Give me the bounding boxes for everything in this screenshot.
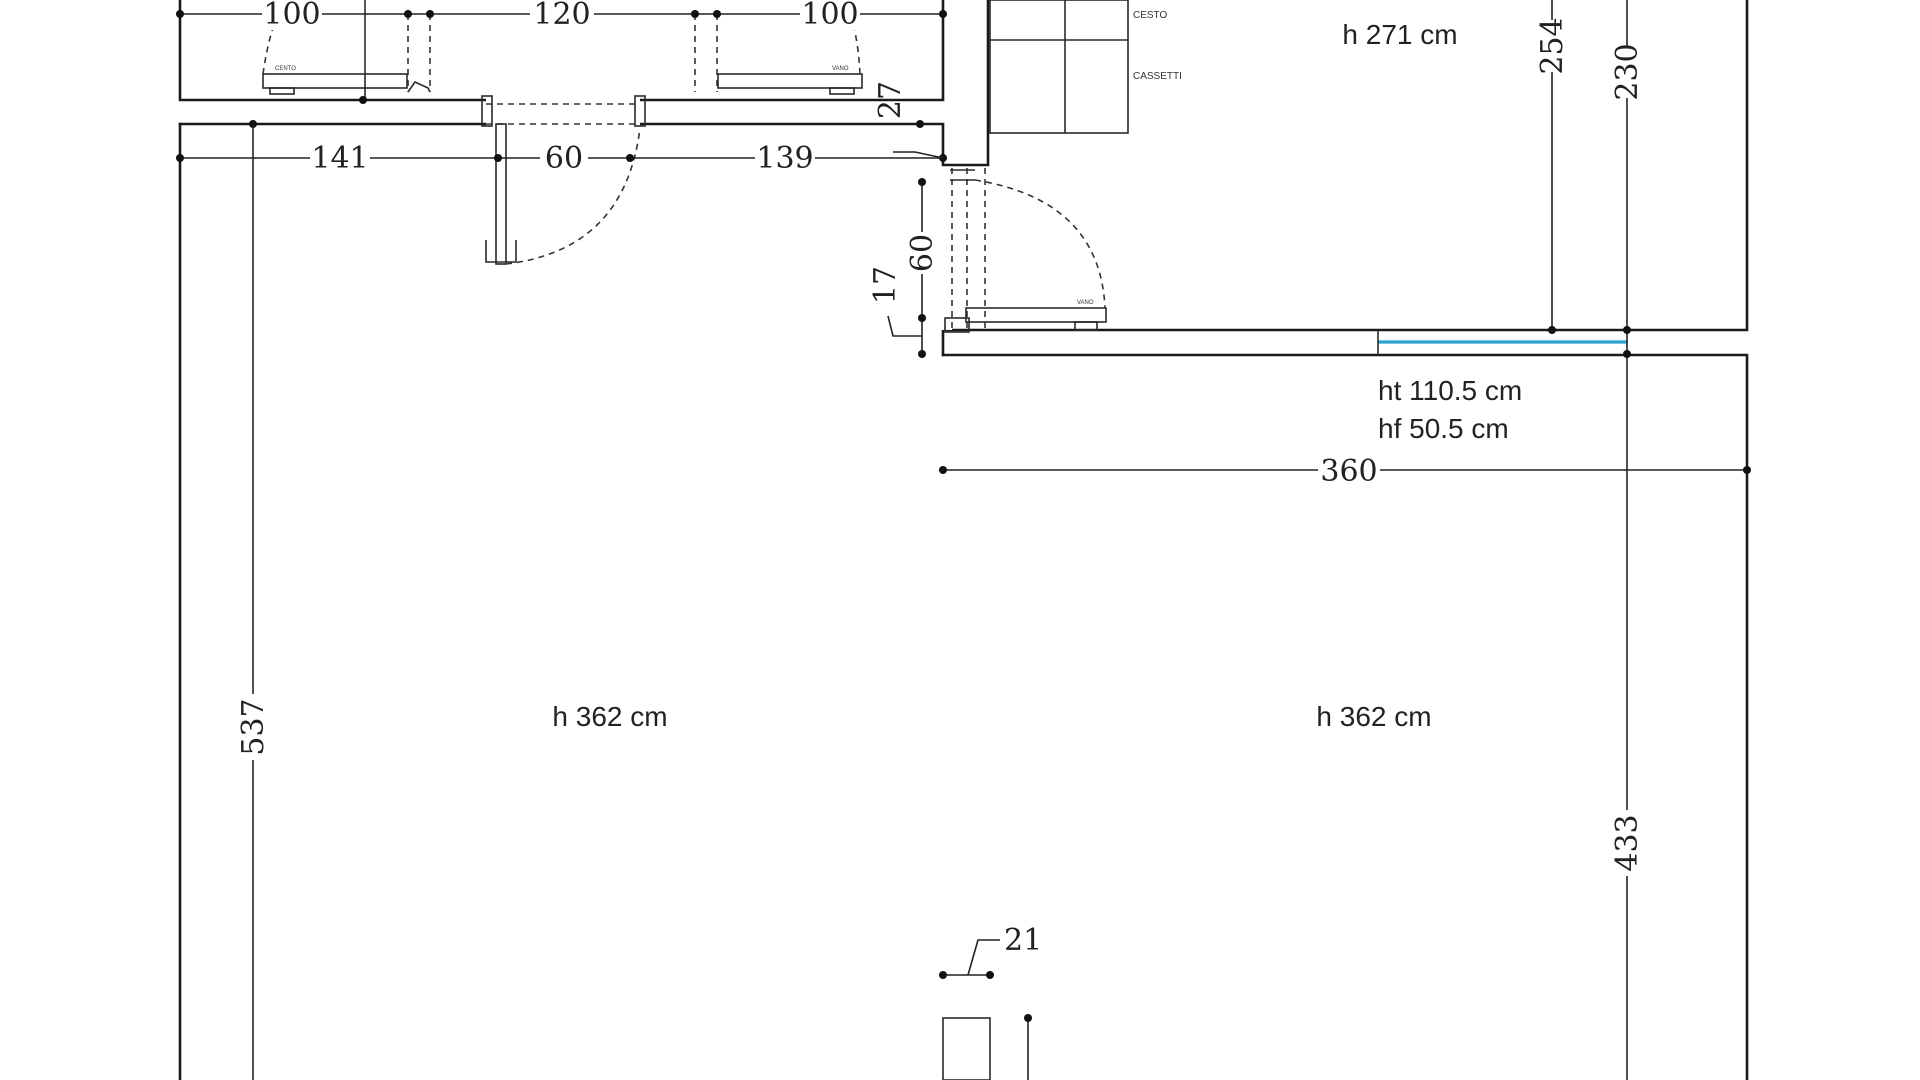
- left-hinge: [407, 80, 431, 93]
- dim-dot: [176, 154, 184, 162]
- dim-label-254: 254: [1535, 17, 1570, 74]
- dimension-lines: [176, 0, 1751, 1080]
- room-height-main-left: h 362 cm: [552, 701, 667, 732]
- dim-dot: [918, 314, 926, 322]
- dim-dot: [1743, 466, 1751, 474]
- side-door-opening: [940, 168, 952, 330]
- side-door-jamb: [944, 317, 970, 333]
- dim-dot: [939, 10, 947, 18]
- dim-dot: [626, 154, 634, 162]
- cabinet-label-right: VANO: [832, 66, 849, 72]
- cassetti-label: CASSETTI: [1133, 71, 1182, 82]
- dim-label-60: 60: [545, 141, 583, 176]
- dim-label-120: 120: [533, 0, 590, 32]
- dim-label-21: 21: [1004, 923, 1042, 958]
- dim-label-139: 139: [756, 141, 813, 176]
- window-hf-label: hf 50.5 cm: [1378, 413, 1509, 444]
- main-room-top-wall: [178, 0, 990, 167]
- dim-dot: [691, 10, 699, 18]
- left-cabinet: [262, 73, 408, 89]
- dim-label-230: 230: [1610, 43, 1645, 100]
- dim-dot: [1548, 326, 1556, 334]
- door-leaf-foot: [485, 240, 517, 263]
- pillar: [942, 1017, 991, 1080]
- dim-dot: [986, 971, 994, 979]
- dim-label-537: 537: [236, 698, 271, 755]
- dim-dot: [939, 971, 947, 979]
- side-door-label: VANO: [1077, 300, 1094, 306]
- side-door-foot: [1074, 321, 1098, 331]
- dim-dot: [1623, 326, 1631, 334]
- dim-dot: [918, 178, 926, 186]
- left-cabinet-foot: [269, 87, 295, 95]
- window-ht-label: ht 110.5 cm: [1378, 375, 1522, 406]
- dim-label-17: 17: [868, 266, 903, 304]
- dim-label-100-left: 100: [263, 0, 320, 32]
- dim-dot: [359, 96, 367, 104]
- dim-label-433: 433: [1610, 814, 1645, 871]
- dim-label-360: 360: [1320, 454, 1377, 489]
- door-leaf: [495, 123, 507, 265]
- leader-17: [887, 315, 922, 337]
- right-cabinet-foot: [829, 87, 855, 95]
- dim-label-141: 141: [311, 141, 368, 176]
- walls: [178, 0, 1749, 1080]
- dim-dot: [918, 350, 926, 358]
- dim-dot: [939, 466, 947, 474]
- room-height-upper: h 271 cm: [1342, 19, 1457, 50]
- dim-dot: [404, 10, 412, 18]
- dim-dot: [1623, 350, 1631, 358]
- side-door-swing-arc: [974, 179, 1106, 309]
- dim-label-27: 27: [873, 81, 908, 119]
- right-cabinet: [717, 73, 863, 89]
- dim-dot: [176, 10, 184, 18]
- leader-27: [893, 151, 944, 159]
- side-door-hinge-top: [950, 169, 975, 181]
- labels: 100 120 100 141 60 139 27 60 17 254 230 …: [236, 0, 1645, 958]
- doors: CENTO VANO VANO: [262, 0, 1107, 333]
- door-opening: [486, 96, 640, 128]
- kitchen-bottom-wall: [941, 0, 1749, 332]
- dim-dot: [713, 10, 721, 18]
- leader-21: [967, 939, 1000, 976]
- door-jamb-right: [634, 95, 646, 127]
- door-jamb-left: [481, 95, 493, 127]
- dim-label-side-60: 60: [905, 234, 940, 272]
- door-swing-arc: [505, 127, 641, 265]
- cesto-label: CESTO: [1133, 10, 1167, 21]
- cabinet-block: [989, 0, 1129, 134]
- dim-dot: [494, 154, 502, 162]
- side-door-leaf: [965, 307, 1107, 323]
- room-height-main-right: h 362 cm: [1316, 701, 1431, 732]
- dim-dot: [1024, 1014, 1032, 1022]
- main-room-right-partition: [941, 353, 1749, 1080]
- cabinet-label-left: CENTO: [275, 66, 296, 72]
- dim-dot: [426, 10, 434, 18]
- dim-label-100-right: 100: [801, 0, 858, 32]
- dim-dot: [916, 120, 924, 128]
